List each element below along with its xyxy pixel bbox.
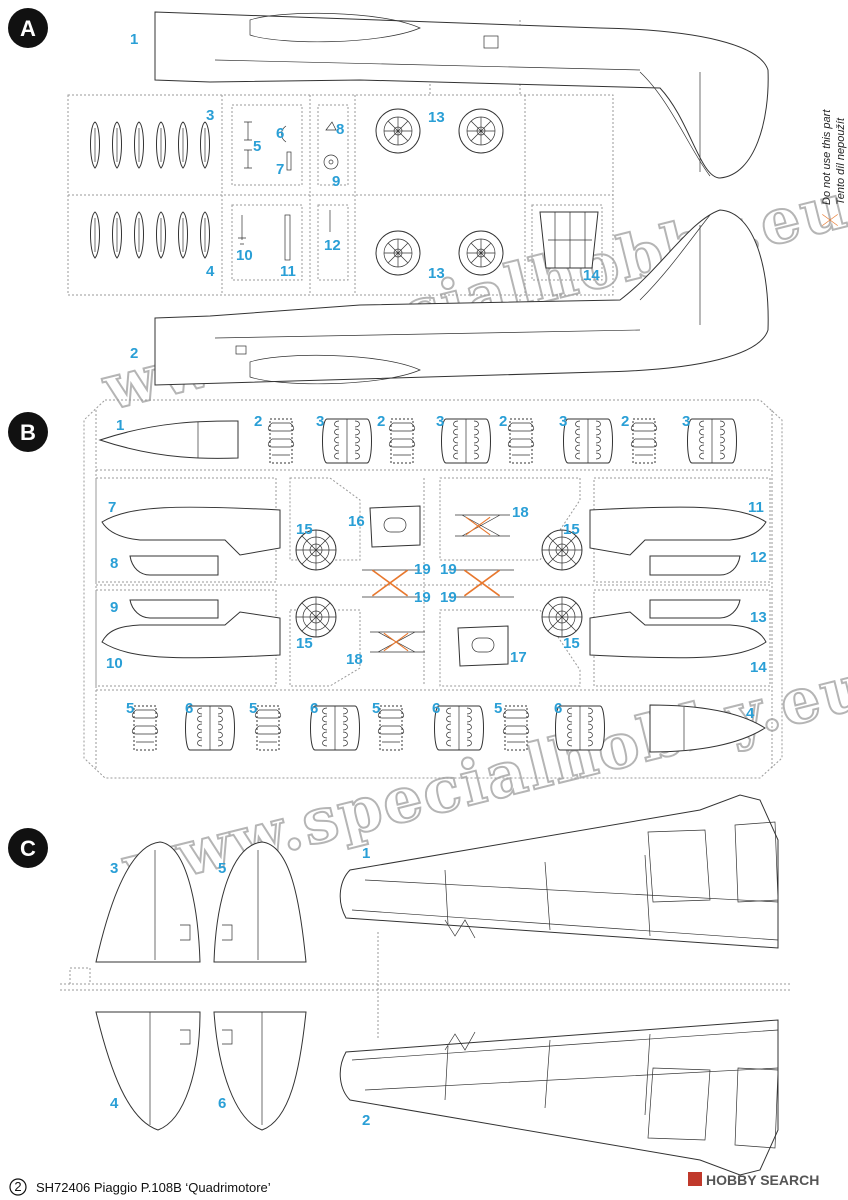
part-number: 15 — [296, 635, 313, 652]
part-number: 1 — [116, 417, 124, 434]
part-number: 13 — [750, 609, 767, 626]
part-number: 6 — [185, 700, 193, 717]
section-c: C 1 2 3 4 5 6 — [8, 794, 790, 1176]
section-label-c: C — [20, 836, 36, 861]
page-badge — [9, 1178, 27, 1196]
svg-text:HOBBY SEARCH: HOBBY SEARCH — [706, 1172, 819, 1188]
do-not-use-note: Do not use this part Tento díl nepoužít — [821, 109, 847, 226]
part-number: 14 — [750, 659, 767, 676]
part-number: 13 — [428, 109, 445, 126]
section-b: B — [8, 399, 783, 779]
part-number: 3 — [206, 107, 214, 124]
part-number: 11 — [748, 499, 764, 516]
part-number: 3 — [436, 413, 444, 430]
part-number: 10 — [106, 655, 123, 672]
part-number: 6 — [218, 1095, 226, 1112]
part-number: 6 — [276, 125, 284, 142]
part-number: 15 — [563, 521, 580, 538]
part-number: 7 — [108, 499, 116, 516]
section-label-a: A — [20, 16, 36, 41]
part-number: 2 — [377, 413, 385, 430]
svg-text:Do not use this part: Do not use this part — [821, 109, 833, 205]
svg-text:Tento díl nepoužít: Tento díl nepoužít — [835, 117, 847, 205]
part-number: 2 — [621, 413, 629, 430]
page-number: 2 — [14, 1179, 21, 1194]
part-number: 19 — [414, 589, 431, 606]
part-number: 9 — [110, 599, 118, 616]
part-number: 5 — [253, 138, 261, 155]
part-number: 12 — [750, 549, 767, 566]
part-number: 19 — [440, 589, 457, 606]
part-number: 4 — [110, 1095, 119, 1112]
part-number: 15 — [563, 635, 580, 652]
part-number: 5 — [494, 700, 502, 717]
part-number: 8 — [110, 555, 118, 572]
part-number: 7 — [276, 161, 284, 178]
part-number: 2 — [362, 1112, 370, 1129]
part-number: 15 — [296, 521, 313, 538]
part-number: 9 — [332, 173, 340, 190]
part-number: 5 — [249, 700, 257, 717]
part-number: 13 — [428, 265, 445, 282]
part-number: 3 — [559, 413, 567, 430]
section-label-b: B — [20, 420, 36, 445]
part-number: 3 — [316, 413, 324, 430]
footer: 2 SH72406 Piaggio P.108B ‘Quadrimotore’ … — [9, 1172, 819, 1196]
part-number: 5 — [372, 700, 380, 717]
part-number: 17 — [510, 649, 527, 666]
fuselage-half-right — [154, 209, 769, 386]
section-badge-a — [8, 8, 48, 48]
footer-title: SH72406 Piaggio P.108B ‘Quadrimotore’ — [36, 1180, 271, 1195]
part-number: 4 — [206, 263, 215, 280]
part-number: 2 — [254, 413, 262, 430]
section-badge-b — [8, 412, 48, 452]
part-number: 18 — [512, 504, 529, 521]
logo-icon — [688, 1172, 702, 1186]
part-number: 3 — [110, 860, 118, 877]
part-number: 5 — [218, 860, 226, 877]
part-number: 2 — [130, 345, 138, 362]
part-number: 18 — [346, 651, 363, 668]
fuselage-half-left — [154, 11, 769, 179]
part-number: 2 — [499, 413, 507, 430]
part-number: 16 — [348, 513, 365, 530]
part-number: 1 — [362, 845, 370, 862]
part-number: 5 — [126, 700, 134, 717]
hobby-search-logo: HOBBY SEARCH — [688, 1172, 819, 1188]
section-badge-c — [8, 828, 48, 868]
part-number: 4 — [746, 705, 755, 722]
part-number: 8 — [336, 121, 344, 138]
part-number: 1 — [130, 31, 138, 48]
part-number: 19 — [440, 561, 457, 578]
part-number: 6 — [310, 700, 318, 717]
part-number: 12 — [324, 237, 341, 254]
section-a: A — [8, 8, 847, 386]
part-number: 11 — [280, 263, 296, 280]
part-number: 6 — [432, 700, 440, 717]
part-number: 6 — [554, 700, 562, 717]
part-number: 10 — [236, 247, 253, 264]
part-number: 3 — [682, 413, 690, 430]
part-number: 19 — [414, 561, 431, 578]
part-number: 14 — [583, 267, 600, 284]
